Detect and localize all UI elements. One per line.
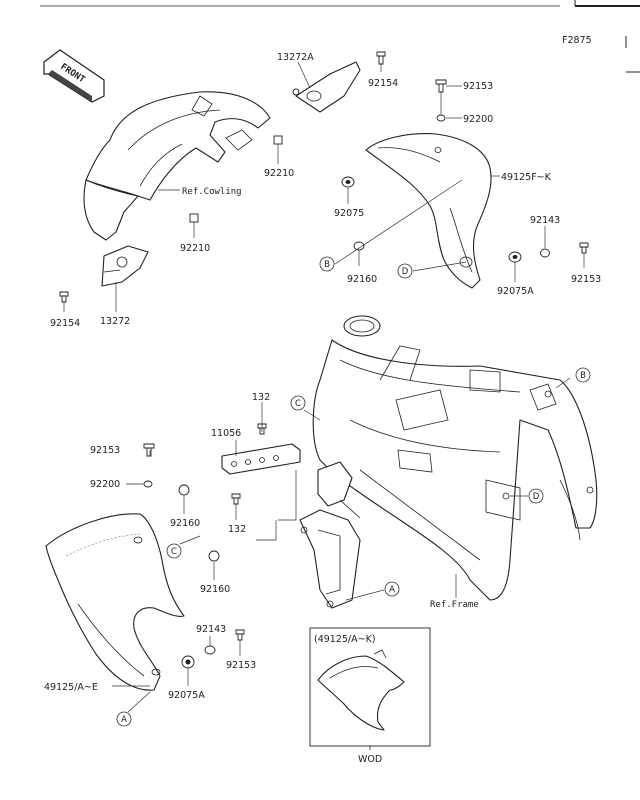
- label-92160-left-2: 92160: [200, 584, 230, 595]
- screw-bolt-icon: [59, 291, 69, 303]
- bracket-13272: [101, 245, 149, 287]
- bracket-11056: [221, 443, 301, 475]
- label-92154-top: 92154: [368, 78, 398, 89]
- mounting-stay: [299, 461, 361, 609]
- label-92153-left: 92153: [90, 445, 120, 456]
- washer-icon: [540, 248, 550, 258]
- label-49125FK: 49125F~K: [501, 172, 552, 183]
- label-92075: 92075: [334, 208, 364, 219]
- callout-c-frame: C: [290, 395, 306, 411]
- label-132-bottom: 132: [228, 524, 246, 535]
- label-49125AE: 49125/A~E: [44, 682, 98, 693]
- rubber-grommet-icon: [341, 176, 355, 188]
- cowling-inner-cover: [85, 91, 271, 201]
- label-132-top: 132: [252, 392, 270, 403]
- label-92143-right: 92143: [530, 215, 560, 226]
- label-13272A: 13272A: [277, 52, 314, 63]
- front-direction-arrow-icon: FRONT: [43, 49, 105, 103]
- label-92154-left: 92154: [50, 318, 80, 329]
- screw-bolt-icon: [235, 629, 245, 641]
- rubber-grommet-icon: [208, 550, 220, 562]
- bracket-13272A: [292, 61, 361, 113]
- callout-a-frame: A: [384, 581, 400, 597]
- callout-d-frame: D: [528, 488, 544, 504]
- figure-code: F2875: [562, 35, 592, 46]
- label-92160-left-1: 92160: [170, 518, 200, 529]
- label-92153-top: 92153: [463, 81, 493, 92]
- callout-a-left-shroud: A: [116, 711, 132, 727]
- svg-text:C: C: [295, 399, 301, 409]
- screw-bolt-icon: [435, 79, 447, 93]
- label-ref-cowling: Ref.Cowling: [182, 187, 242, 197]
- washer-icon: [143, 480, 153, 488]
- clip-nut-icon: [273, 135, 283, 145]
- label-ref-frame: Ref.Frame: [430, 600, 479, 610]
- callout-b-right-shroud: B: [319, 256, 335, 272]
- label-92075A-right: 92075A: [497, 286, 534, 297]
- svg-text:B: B: [580, 371, 586, 381]
- screw-bolt-icon: [376, 51, 386, 65]
- screw-bolt-icon: [143, 443, 155, 457]
- inset-caption: WOD: [358, 754, 382, 765]
- leader-lines: [63, 61, 585, 713]
- svg-text:B: B: [324, 260, 330, 270]
- clip-nut-icon: [189, 213, 199, 223]
- svg-text:A: A: [389, 585, 395, 595]
- page-border: [40, 0, 640, 73]
- label-92153-right: 92153: [571, 274, 601, 285]
- rubber-grommet-icon: [178, 484, 190, 496]
- label-13272: 13272: [100, 316, 130, 327]
- label-11056: 11056: [211, 428, 241, 439]
- label-92200-top: 92200: [463, 114, 493, 125]
- label-92200-left: 92200: [90, 479, 120, 490]
- svg-text:C: C: [171, 547, 177, 557]
- washer-icon: [436, 114, 446, 122]
- label-92210-a: 92210: [264, 168, 294, 179]
- label-92153-bottom: 92153: [226, 660, 256, 671]
- svg-text:D: D: [533, 492, 540, 502]
- inset-title: (49125/A~K): [314, 634, 376, 645]
- screw-bolt-icon: [231, 493, 241, 505]
- inset-box: [309, 627, 431, 750]
- rubber-grommet-icon: [508, 251, 522, 263]
- label-92143-left: 92143: [196, 624, 226, 635]
- svg-text:A: A: [121, 715, 127, 725]
- shroud-49125FK: [365, 133, 492, 289]
- shroud-49125AE: [45, 513, 185, 691]
- cowling-side-panel: [83, 179, 139, 241]
- label-92210-b: 92210: [180, 243, 210, 254]
- svg-text:D: D: [402, 267, 409, 277]
- label-92160-right: 92160: [347, 274, 377, 285]
- rubber-grommet-icon: [181, 655, 195, 669]
- label-92075A-left: 92075A: [168, 690, 205, 701]
- washer-icon: [204, 645, 216, 655]
- callout-d-right-shroud: D: [397, 263, 413, 279]
- callout-c-left-shroud: C: [166, 543, 182, 559]
- callout-b-frame: B: [575, 367, 591, 383]
- screw-bolt-icon: [579, 242, 589, 254]
